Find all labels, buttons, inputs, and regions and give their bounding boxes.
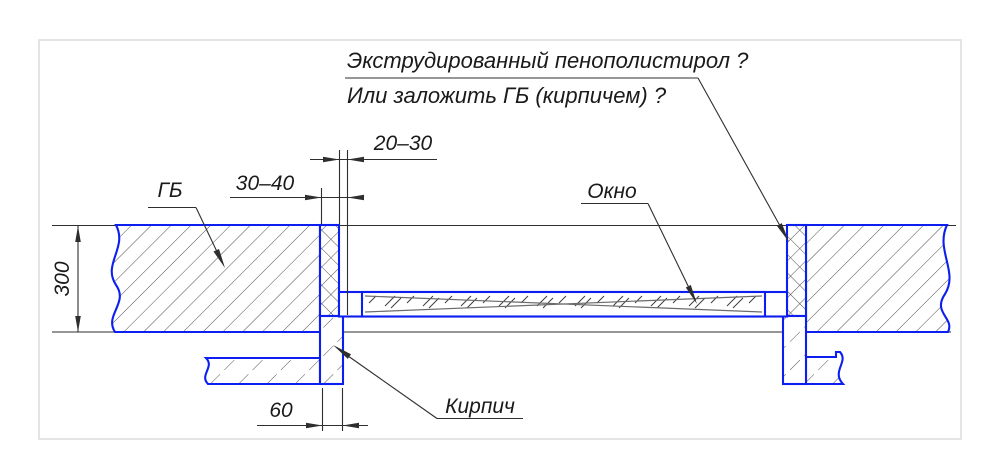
dim-text-brick-width: 60	[269, 399, 293, 422]
dim-text-air-gap: 20–30	[373, 132, 433, 155]
dim-text-wall-thickness: 300	[51, 261, 74, 296]
label-window: Окно	[587, 180, 637, 203]
gb-leader-arrow	[213, 249, 225, 268]
right-brick-pier	[781, 314, 808, 386]
label-brick: Кирпич	[445, 395, 515, 418]
window-leader	[647, 203, 693, 295]
annotation-leader	[697, 77, 785, 234]
left-wall-gb-section	[110, 223, 322, 334]
arrow	[347, 194, 364, 201]
brick-leader	[340, 350, 438, 419]
arrow	[75, 316, 81, 332]
left-brick-veneer	[203, 356, 322, 386]
arrowheads	[75, 156, 789, 429]
right-wall-gb-section	[804, 223, 951, 334]
insulation-leader-arrow	[776, 223, 789, 242]
arrow	[323, 156, 340, 163]
left-brick-pier	[318, 314, 345, 386]
arrow	[342, 422, 359, 429]
arrow	[305, 194, 322, 201]
right-jamb-insulation-strip	[785, 223, 808, 318]
arrow	[75, 226, 81, 242]
left-jamb-strip	[318, 223, 341, 318]
arrow	[306, 422, 323, 429]
annotation-line1: Экструдированный пенополистирол ?	[347, 48, 749, 73]
label-gb: ГБ	[157, 179, 182, 202]
window-sash-cross	[364, 295, 763, 313]
window-leader-arrow	[685, 285, 697, 304]
brick-leader-arrow	[333, 345, 351, 359]
arrow	[347, 156, 364, 163]
dim-text-lining: 30–40	[236, 172, 295, 195]
texts: Экструдированный пенополистирол ? Или за…	[51, 48, 749, 422]
gb-leader	[195, 207, 221, 259]
right-brick-veneer	[804, 350, 846, 386]
annotation-line2: Или заложить ГБ (кирпичем) ?	[347, 83, 667, 108]
